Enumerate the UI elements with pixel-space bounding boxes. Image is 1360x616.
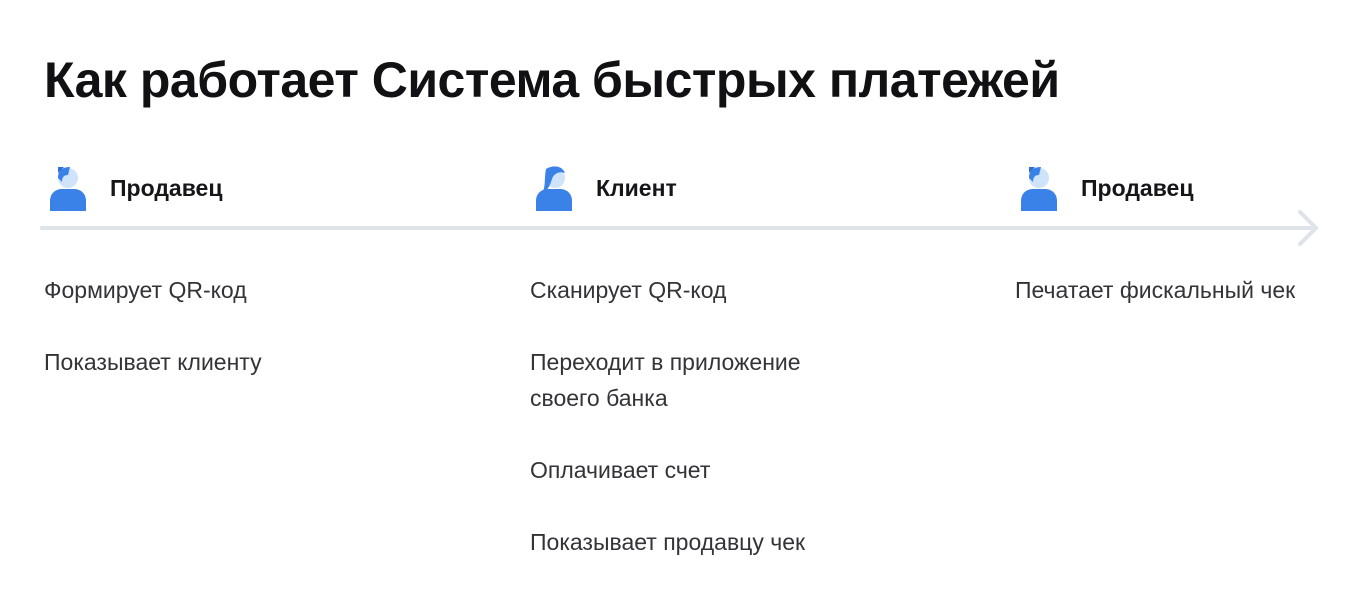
step-list: Печатает фискальный чек	[1015, 272, 1325, 344]
actor-header: Клиент	[534, 164, 677, 212]
person-icon	[1021, 167, 1057, 211]
step-item: Оплачивает счет	[530, 457, 711, 483]
actor-label: Клиент	[596, 174, 677, 201]
timeline-arrow	[40, 210, 1318, 246]
step-item: Формирует QR-код	[44, 277, 247, 303]
step-item: Показывает продавцу чек	[530, 529, 806, 555]
actor-header: Продавец	[1019, 164, 1193, 212]
step-item: Переходит в приложение своего банка	[530, 349, 801, 411]
page-title: Как работает Система быстрых платежей	[44, 52, 1060, 108]
actor-label: Продавец	[1081, 174, 1194, 201]
step-item: Сканирует QR-код	[530, 277, 727, 303]
actor-header: Продавец	[48, 164, 222, 212]
step-item: Печатает фискальный чек	[1015, 277, 1296, 303]
step-list: Сканирует QR-код Переходит в приложение …	[530, 272, 840, 596]
person-icon	[50, 167, 86, 211]
step-item: Показывает клиенту	[44, 349, 262, 375]
actor-label: Продавец	[110, 174, 223, 201]
step-list: Формирует QR-код Показывает клиенту	[44, 272, 354, 416]
person-icon	[536, 166, 572, 211]
